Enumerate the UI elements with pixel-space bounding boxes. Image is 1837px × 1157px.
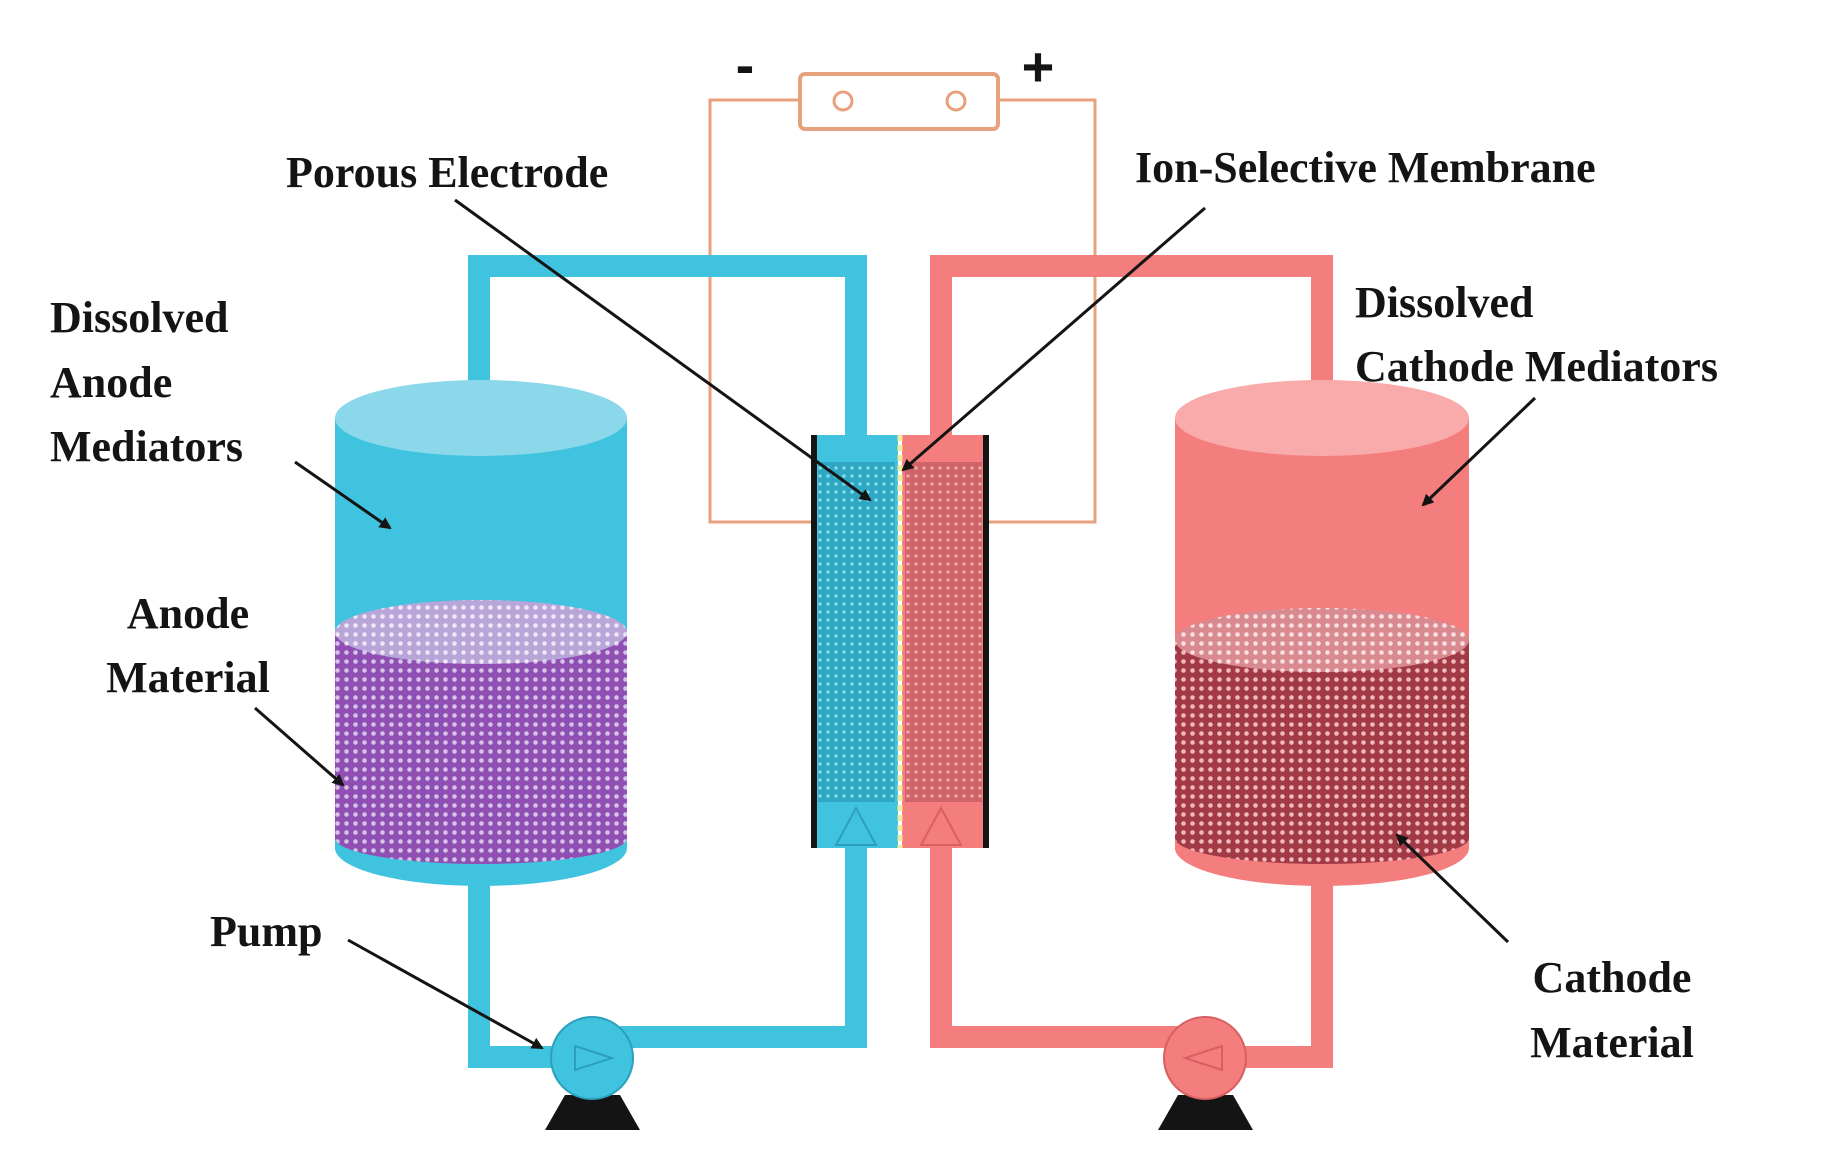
flow-cell	[811, 435, 989, 848]
leader-porous-electrode	[454, 198, 872, 502]
leader-pump	[347, 938, 544, 1050]
leader-lines	[254, 198, 1537, 1050]
anode-pipe-pump-out	[620, 1026, 867, 1048]
anode-pump	[545, 1016, 640, 1130]
label-porous-electrode: Porous Electrode	[286, 148, 608, 197]
leader-anode-material	[254, 706, 345, 787]
anode-pump-base	[545, 1095, 640, 1130]
cathode-pipe-top	[930, 255, 1333, 277]
anode-pipe-top-right	[845, 255, 867, 435]
negative-terminal-sign: -	[736, 33, 755, 96]
anode-pump-arrow	[574, 1044, 616, 1072]
anode-tank-top	[335, 380, 627, 456]
load-terminal-left	[832, 90, 854, 112]
label-anode-material-line2: Material	[106, 653, 270, 702]
anode-material-fill	[335, 632, 627, 838]
load-resistor	[798, 72, 1000, 131]
label-anode-material-line1: Anode	[127, 589, 249, 638]
anode-pipe-cell-up	[845, 840, 867, 1048]
cathode-pipe-cell-up	[930, 840, 952, 1048]
cathode-pipe-top-left	[930, 255, 952, 435]
label-ion-selective-membrane: Ion-Selective Membrane	[1135, 143, 1596, 192]
label-dissolved-cathode-mediators-line2: Cathode Mediators	[1355, 342, 1718, 391]
anode-material-bottom	[335, 812, 627, 864]
label-pump: Pump	[210, 907, 322, 956]
label-cathode-material-line1: Cathode	[1533, 953, 1692, 1002]
cathode-pipe-tank-down	[1311, 868, 1333, 1068]
cathode-material-bottom	[1175, 812, 1469, 864]
cathode-pipe-pump-out	[930, 1026, 1180, 1048]
anode-material-top	[335, 600, 627, 664]
cathode-pipe-top-right	[1311, 255, 1333, 405]
cathode-tank	[1175, 380, 1469, 886]
cathode-material-top	[1175, 608, 1469, 672]
anode-pipe-top	[468, 255, 867, 277]
label-dissolved-cathode-mediators-line1: Dissolved	[1355, 278, 1533, 327]
anode-current-collector	[811, 435, 817, 848]
cathode-tank-top	[1175, 380, 1469, 456]
cathode-pump	[1158, 1016, 1253, 1130]
label-dissolved-anode-mediators-line1: Dissolved	[50, 293, 228, 342]
anode-pipe-tank-down	[468, 868, 490, 1068]
leader-dissolved-anode-mediators	[294, 460, 392, 530]
load-terminal-right	[945, 90, 967, 112]
anode-piping	[456, 255, 878, 1068]
cathode-pump-base	[1158, 1095, 1253, 1130]
label-dissolved-anode-mediators-line2: Anode	[50, 358, 172, 407]
circuit-wire-positive	[960, 98, 1097, 524]
anode-pipe-to-pump	[468, 1046, 568, 1068]
anode-tank	[335, 380, 627, 886]
leader-ion-selective-membrane	[901, 206, 1206, 472]
cathode-pump-arrow	[1181, 1044, 1223, 1072]
cathode-current-collector	[983, 435, 989, 848]
cathode-pipe-to-pump	[1232, 1046, 1333, 1068]
positive-terminal-sign: +	[1022, 35, 1055, 98]
anode-pipe-top-left	[468, 255, 490, 405]
cathode-porous-electrode	[905, 462, 982, 802]
leader-dissolved-cathode-mediators	[1421, 396, 1537, 507]
label-cathode-material-line2: Material	[1530, 1018, 1694, 1067]
anode-porous-electrode	[818, 462, 895, 802]
circuit-wire-negative	[708, 98, 850, 524]
labels: Porous Electrode Ion-Selective Membrane …	[50, 143, 1718, 1067]
external-circuit: - +	[708, 33, 1097, 524]
leader-cathode-material	[1395, 833, 1510, 944]
label-dissolved-anode-mediators-line3: Mediators	[50, 422, 243, 471]
cathode-material-fill	[1175, 640, 1469, 838]
